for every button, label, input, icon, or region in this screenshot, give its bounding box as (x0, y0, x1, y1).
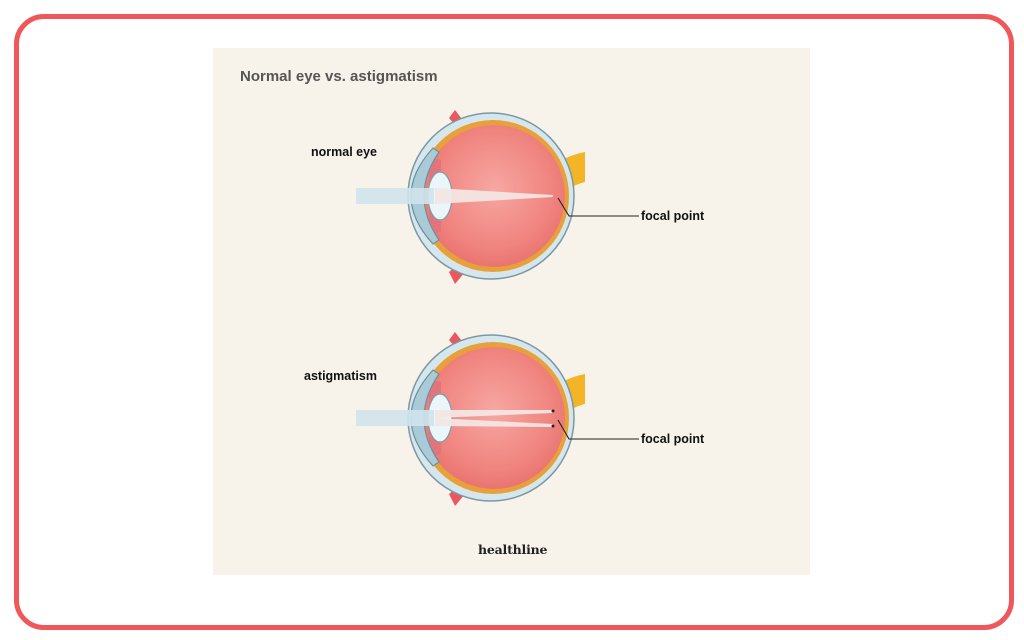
diagram-panel: Normal eye vs. astigmatism (213, 48, 810, 575)
astigmatism-label: astigmatism (304, 369, 377, 383)
astigmatism-focal-point-label: focal point (641, 432, 705, 446)
normal-eye-label: normal eye (311, 145, 378, 159)
astigmatism-eye-illustration (356, 332, 639, 506)
healthline-logo: healthline (478, 542, 548, 557)
normal-eye-focal-point-label: focal point (641, 209, 705, 223)
eye-diagrams (356, 110, 639, 506)
diagram-title: Normal eye vs. astigmatism (240, 68, 438, 85)
normal-eye-illustration (356, 110, 639, 284)
